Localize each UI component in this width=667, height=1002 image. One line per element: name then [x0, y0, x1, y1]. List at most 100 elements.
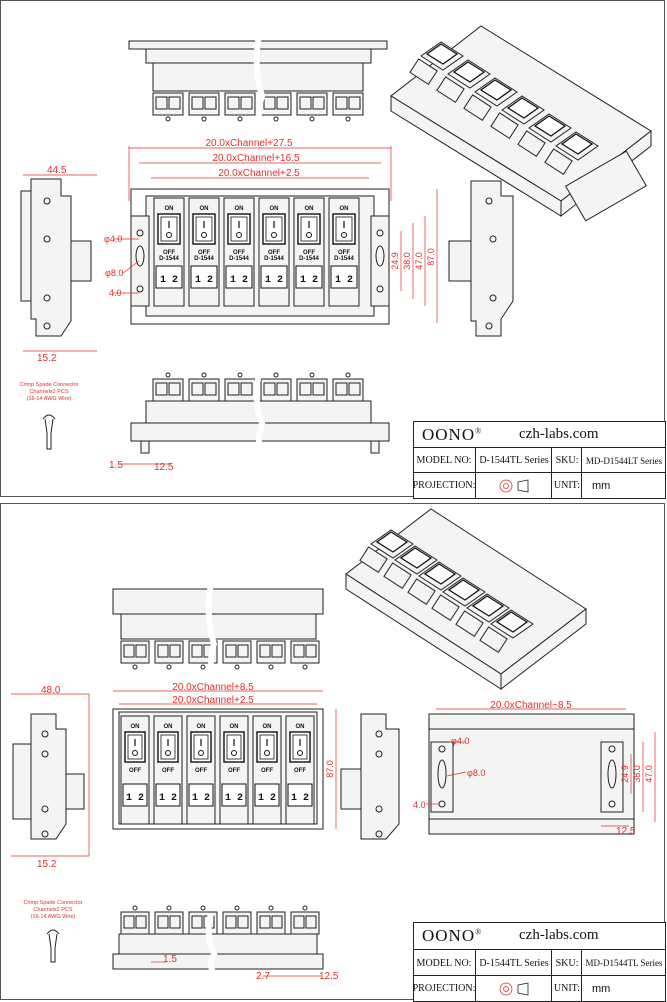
screw-head — [302, 664, 308, 670]
brand-logo-2: OONO® — [422, 926, 483, 945]
projection-symbol-icon — [475, 473, 552, 498]
dim-47-0: 47.0 — [414, 252, 424, 270]
screw-slot — [169, 644, 181, 658]
screw-head — [268, 664, 274, 670]
screw-head — [309, 116, 315, 122]
dim-12-5-b: 12.5 — [616, 826, 636, 837]
switch-model-label: D-1544 — [159, 256, 179, 262]
screw-slot — [168, 96, 181, 110]
switch-on-label: ON — [131, 724, 140, 730]
terminal-block — [225, 265, 253, 289]
note2-line-1: Crimp Spade Connector — [23, 900, 82, 906]
screw-head — [166, 664, 172, 670]
note-line-2: Channelx2 PCS — [29, 389, 68, 395]
switch-off-label: OFF — [228, 768, 240, 774]
dim-47-0-b: 47.0 — [644, 765, 654, 783]
terminal-top — [260, 92, 292, 116]
terminal-top — [290, 640, 320, 664]
iso-terminal — [517, 130, 546, 158]
website: czh-labs.com — [519, 426, 599, 442]
switch-off-label: OFF — [198, 250, 210, 256]
switch-off-label: OFF — [163, 250, 175, 256]
terminal-block — [254, 783, 280, 807]
off-mark — [297, 750, 303, 756]
screw-head — [234, 664, 240, 670]
terminal-top — [256, 911, 286, 935]
terminal-top — [120, 911, 150, 935]
screw-slot — [169, 915, 181, 929]
screw-slot — [240, 382, 253, 396]
terminal-top — [260, 378, 292, 402]
rocker-face — [195, 216, 213, 242]
screw-slot — [263, 382, 276, 396]
brand-logo: OONO® — [422, 425, 483, 444]
title-block-1: OONO® czh-labs.com MODEL NO: D-1544TL Se… — [413, 421, 666, 499]
iso-terminal — [431, 594, 460, 622]
rocker-face — [292, 734, 308, 760]
screw-head — [200, 664, 206, 670]
off-mark — [271, 232, 277, 238]
terminal-block — [260, 265, 288, 289]
note-line-3: (16-14 AWG Wire) — [27, 396, 72, 402]
screw-slot — [191, 96, 204, 110]
note-line-1: Crimp Spade Connector — [19, 382, 78, 388]
screw-slot — [191, 915, 203, 929]
dim-1-5: 1.5 — [109, 460, 123, 471]
screw-slot — [168, 382, 181, 396]
screw-slot — [312, 96, 325, 110]
screw-slot — [123, 644, 135, 658]
crimp-note-2: Crimp Spade Connector Channelx2 PCS (16-… — [23, 900, 83, 963]
right-side-view — [448, 180, 514, 337]
screw-slot — [237, 644, 249, 658]
switch-off-label: OFF — [233, 250, 245, 256]
rocker-face — [160, 734, 176, 760]
screw-slot — [271, 915, 283, 929]
dim-12-5: 12.5 — [154, 462, 174, 473]
sku-value-2: MD-D1544TL Series — [581, 950, 666, 976]
terminal-top — [224, 378, 256, 402]
switch-on-label: ON — [270, 206, 279, 212]
iso-terminal — [455, 610, 484, 638]
sku-label: SKU: — [551, 448, 582, 473]
iso-rocker — [452, 61, 486, 83]
off-mark — [236, 232, 242, 238]
screw-slot — [276, 382, 289, 396]
rear-view — [426, 708, 656, 835]
terminal-label: 1 2 — [159, 793, 177, 804]
switch-model-label: D-1544 — [334, 256, 354, 262]
screw-slot — [259, 644, 271, 658]
rocker-face — [265, 216, 283, 242]
screw-head — [268, 905, 274, 911]
terminal-block — [155, 265, 183, 289]
switch-off-label: OFF — [129, 768, 141, 774]
screw-head — [201, 372, 207, 378]
terminal-top — [152, 378, 184, 402]
switch-on-label: ON — [296, 724, 305, 730]
terminal-block — [122, 783, 148, 807]
projection-symbol-icon-2 — [475, 976, 552, 1001]
screw-slot — [335, 382, 348, 396]
off-mark — [198, 750, 204, 756]
dim-44-5: 44.5 — [47, 165, 67, 176]
screw-head — [345, 372, 351, 378]
terminal-top — [222, 911, 252, 935]
terminal-block — [330, 265, 358, 289]
switch-model-label: D-1544 — [299, 256, 319, 262]
unit-value: mm — [581, 473, 667, 498]
iso-rocker — [471, 595, 505, 617]
unit-label: UNIT: — [551, 473, 582, 498]
isometric-view-2 — [345, 508, 587, 691]
screw-head — [165, 116, 171, 122]
rocker-face — [300, 216, 318, 242]
note2-line-3: (16-14 AWG Wire) — [31, 914, 76, 920]
dim-24-9-b: 24.9 — [620, 765, 630, 783]
terminal-label: 1 2 — [126, 793, 144, 804]
iso-terminal — [544, 148, 573, 176]
screw-head — [237, 372, 243, 378]
switch-off-label: OFF — [294, 768, 306, 774]
sku-value: MD-D1544LT Series — [581, 448, 666, 473]
screw-slot — [157, 644, 169, 658]
iso-terminal — [409, 58, 438, 86]
switch-off-label: OFF — [338, 250, 350, 256]
